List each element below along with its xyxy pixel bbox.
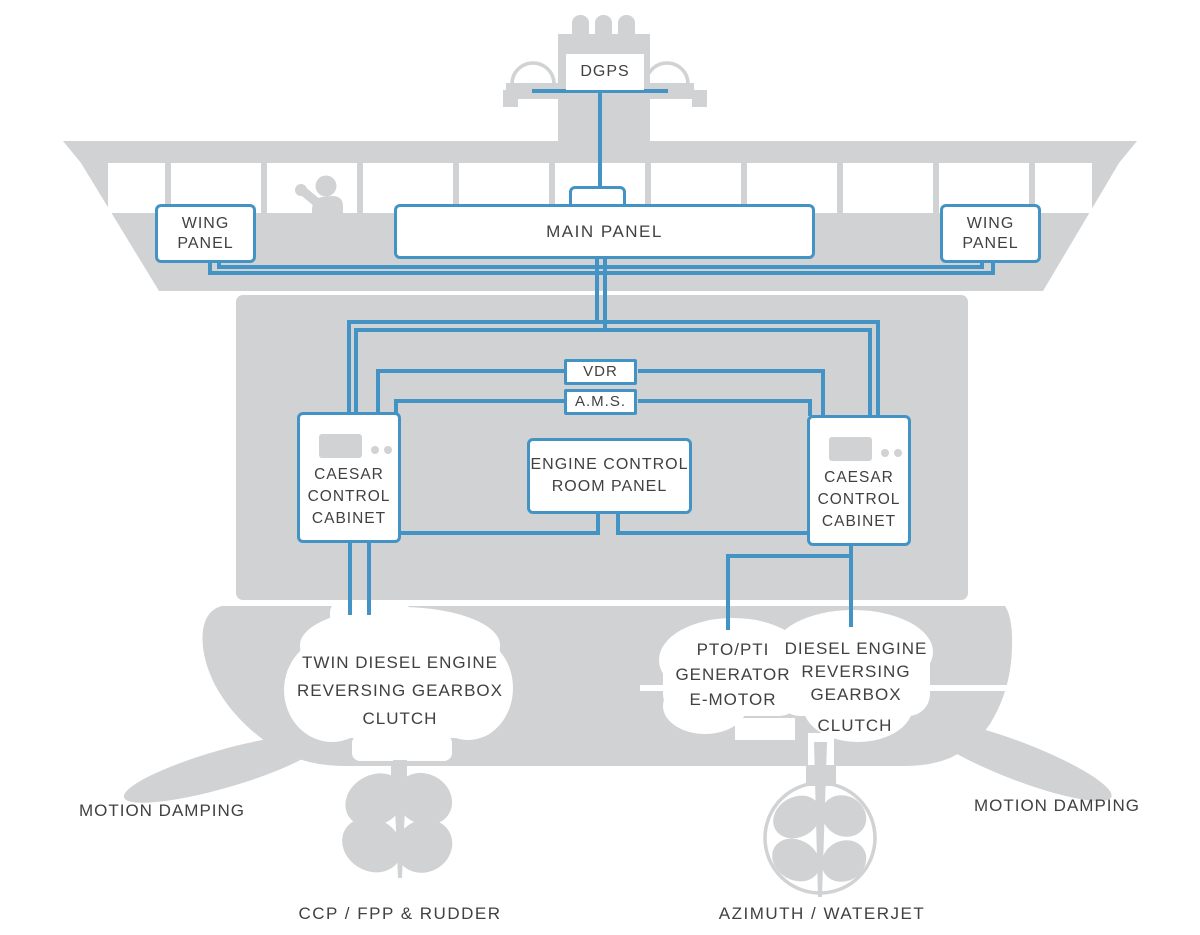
caesar-cabinet-left-label: CAESAR CONTROL CABINET (307, 466, 391, 527)
cabinet-led-icon (894, 449, 902, 457)
engine-control-room-box: ENGINE CONTROL ROOM PANEL (527, 438, 692, 514)
pto-generator-blob (659, 618, 807, 734)
motion-damping-left-label: MOTION DAMPING (78, 801, 246, 820)
main-panel-label: MAIN PANEL (546, 221, 663, 241)
wing-panel-right-label: WING PANEL (962, 214, 1019, 252)
caesar-cabinet-right-box: CAESAR CONTROL CABINET (807, 415, 911, 546)
azimuth-propeller (763, 742, 877, 897)
wing-panel-left-label: WING PANEL (177, 214, 234, 252)
caesar-cabinet-left-box: CAESAR CONTROL CABINET (297, 412, 401, 543)
antenna-dome-right-icon (644, 61, 690, 85)
caesar-cabinet-right-label: CAESAR CONTROL CABINET (817, 469, 901, 530)
dgps-box: DGPS (566, 54, 644, 90)
wing-panel-right-box: WING PANEL (940, 204, 1041, 263)
ams-box: A.M.S. (564, 389, 637, 415)
cabinet-led-icon (881, 449, 889, 457)
cabinet-screen-icon (829, 437, 872, 461)
stabilizer-fin-right (924, 721, 1112, 801)
connection-lines (208, 89, 995, 630)
motion-damping-right-label: MOTION DAMPING (973, 796, 1141, 815)
pto-generator-label: PTO/PTI GENERATOR E-MOTOR (675, 640, 791, 709)
stabilizer-fin-left (123, 735, 323, 803)
diesel-clutch-label: CLUTCH (817, 716, 893, 735)
ams-label: A.M.S. (574, 393, 626, 410)
cabinet-led-icon (371, 446, 379, 454)
wing-panel-left-box: WING PANEL (155, 204, 256, 263)
diesel-engine-label: DIESEL ENGINE REVERSING GEARBOX (784, 639, 928, 704)
cabinet-led-icon (384, 446, 392, 454)
propeller-left (342, 760, 453, 878)
propulsion-right-caption: AZIMUTH / WATERJET (718, 904, 926, 923)
vdr-label: VDR (583, 363, 618, 380)
twin-engine-label: TWIN DIESEL ENGINE REVERSING GEARBOX CLU… (297, 653, 503, 728)
cabinet-screen-icon (319, 434, 362, 458)
antenna-dome-left-icon (510, 61, 556, 85)
crew-silhouette (295, 175, 343, 263)
main-panel-box: MAIN PANEL (394, 204, 815, 259)
diesel-engine-blob (773, 610, 933, 742)
dgps-label: DGPS (580, 63, 630, 80)
propulsion-left-caption: CCP / FPP & RUDDER (298, 904, 502, 923)
twin-engine-blob (284, 602, 513, 761)
vdr-box: VDR (564, 359, 637, 385)
engine-control-room-label: ENGINE CONTROL ROOM PANEL (530, 456, 689, 495)
window-mullions (165, 163, 1035, 213)
